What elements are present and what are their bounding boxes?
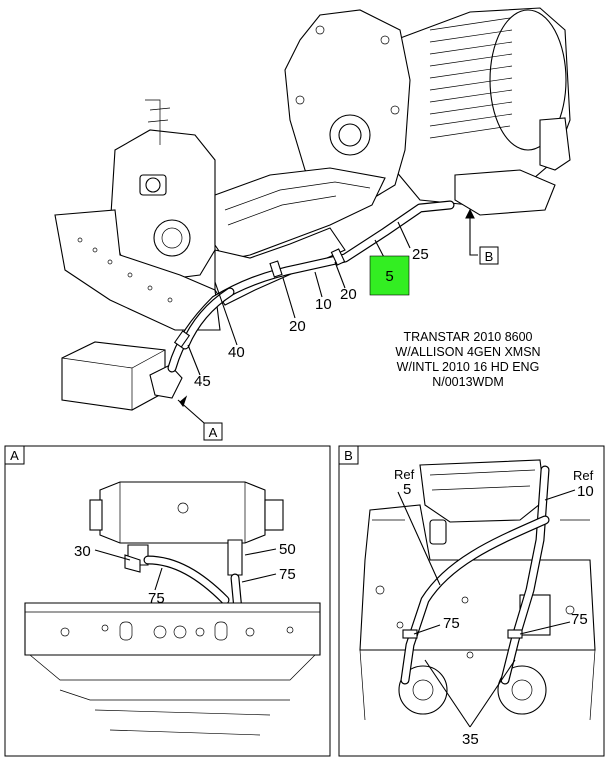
detail-a-tag: A: [10, 448, 19, 463]
detail-b-tag: B: [344, 448, 353, 463]
callout-45[interactable]: 45: [194, 373, 211, 390]
callout-20-upper[interactable]: 20: [340, 286, 357, 303]
detail-b-ref-label-left: Ref: [394, 467, 415, 482]
detail-a-callout-50[interactable]: 50: [279, 541, 296, 558]
oil-cooler: [61, 341, 183, 411]
detail-b-callout-75-left[interactable]: 75: [443, 615, 460, 632]
callout-5[interactable]: 5: [385, 268, 393, 285]
highlight-box-5[interactable]: [369, 255, 410, 296]
caption-line-4: N/0013WDM: [432, 375, 504, 389]
transmission: [394, 7, 571, 216]
frame-rail: [54, 209, 221, 331]
view-b-tag[interactable]: [479, 246, 499, 265]
detail-b-ref-callout-5[interactable]: 5: [403, 481, 411, 498]
view-b-tag-label[interactable]: B: [485, 249, 494, 264]
detail-b-ref-label-right: Ref: [573, 468, 594, 483]
detail-b-ref-callout-10[interactable]: 10: [577, 483, 594, 500]
caption-line-3: W/INTL 2010 16 HD ENG: [397, 360, 540, 374]
detail-a-callout-30[interactable]: 30: [74, 543, 91, 560]
callout-20-lower[interactable]: 20: [289, 318, 306, 335]
detail-a-callout-75-right[interactable]: 75: [279, 566, 296, 583]
cooler-lines: [167, 200, 455, 373]
flywheel-housing: [284, 9, 411, 201]
caption-line-2: W/ALLISON 4GEN XMSN: [395, 345, 540, 359]
callout-40[interactable]: 40: [228, 344, 245, 361]
detail-b-panel: B Ref 5 Ref 10 75: [338, 445, 605, 757]
detail-b-callout-75-right[interactable]: 75: [571, 611, 588, 628]
detail-b-callout-35[interactable]: 35: [462, 731, 479, 748]
main-assembly-view: 5 25 20 10 20 40 45 B A: [54, 7, 571, 441]
model-caption: TRANSTAR 2010 8600 W/ALLISON 4GEN XMSN W…: [395, 330, 540, 389]
detail-a-panel: A 30 75 50 75: [4, 445, 331, 757]
callout-25[interactable]: 25: [412, 246, 429, 263]
view-a-tag-label[interactable]: A: [209, 425, 218, 440]
callout-10[interactable]: 10: [315, 296, 332, 313]
view-a-tag[interactable]: [203, 422, 223, 441]
detail-a-callout-75-left[interactable]: 75: [148, 590, 165, 607]
caption-line-1: TRANSTAR 2010 8600: [404, 330, 533, 344]
engine-front: [109, 99, 216, 281]
